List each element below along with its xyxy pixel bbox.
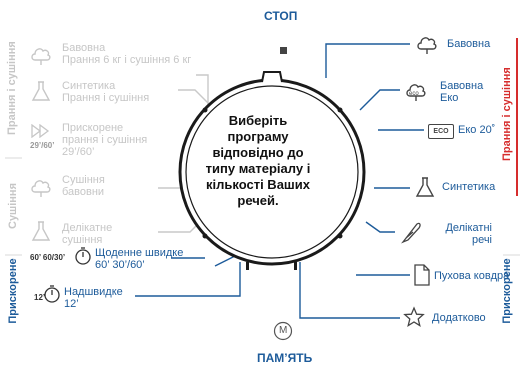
timer-icon: [75, 247, 91, 265]
program-eco-20[interactable]: Еко 20˚: [458, 124, 496, 136]
right-group-wash-dry: Прання і сушіння: [501, 67, 513, 161]
program-additional[interactable]: Додатково: [432, 312, 486, 324]
stop-indicator: [280, 47, 287, 54]
cotton-cloud-icon: [31, 48, 51, 65]
cotton-cloud-icon: [31, 180, 51, 197]
connector-line: [158, 221, 201, 233]
program-down-duvet[interactable]: Пухова ковдра: [434, 270, 510, 282]
eco-box-icon: ECO: [428, 124, 454, 139]
synthetic-flask-icon: [31, 221, 51, 241]
memory-icon: [273, 321, 293, 341]
connector-line: [196, 74, 209, 108]
fast-forward-icon: [31, 124, 50, 138]
stop-label[interactable]: СТОП: [264, 9, 298, 23]
center-message: Виберіть програму відповідно до типу мат…: [205, 113, 311, 208]
connector-line: [365, 221, 395, 233]
left-group-quick: Прискорене: [7, 258, 19, 324]
document-icon: [414, 264, 430, 286]
fast-forward-icon-label: 29’/60’: [30, 141, 55, 150]
star-icon: [403, 306, 425, 327]
timer-icon: [44, 285, 60, 303]
memory-icon-letter[interactable]: M: [279, 325, 288, 336]
left-group-wash-dry: Прання і сушіння: [6, 41, 18, 135]
cotton-eco-icon-label: eco: [409, 91, 419, 97]
cotton-cloud-icon: [417, 37, 437, 54]
synthetic-flask-icon: [415, 177, 435, 197]
timer-icon-label: 12’: [34, 293, 46, 302]
timer-icon-label: 60’ 60/30’: [30, 253, 66, 262]
cotton-eco-icon: [406, 84, 426, 101]
program-synthetics[interactable]: Синтетика: [442, 181, 496, 193]
right-group-quick: Прискорене: [501, 258, 513, 324]
connector-line: [359, 89, 400, 111]
program-cotton[interactable]: Бавовна: [447, 38, 491, 50]
synthetic-flask-icon: [31, 81, 51, 101]
left-group-dry: Сушіння: [7, 183, 19, 229]
feather-icon: [401, 222, 421, 244]
connector-line: [135, 262, 241, 297]
dial-inner-ring: [185, 85, 359, 259]
memory-label[interactable]: ПАМ’ЯТЬ: [257, 351, 313, 365]
connector-line: [325, 43, 410, 78]
dial-pointer: [261, 71, 283, 83]
connector-line: [299, 262, 400, 319]
